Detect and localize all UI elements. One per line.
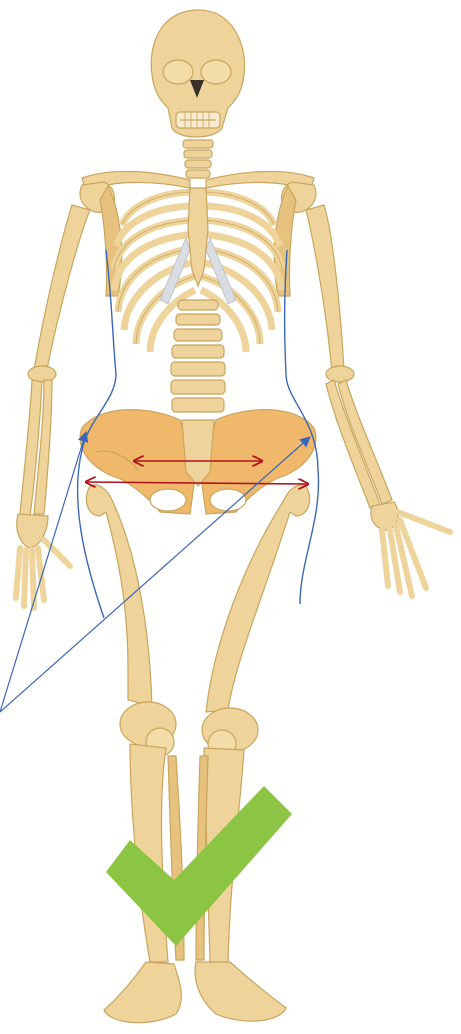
leg-right <box>195 485 310 1021</box>
width-arrow-lower <box>86 482 308 484</box>
lumbar-spine <box>171 300 225 412</box>
cervical-spine <box>183 140 213 178</box>
skull <box>151 10 244 137</box>
arm-right <box>306 205 450 596</box>
arm-left <box>16 205 90 608</box>
sternum <box>188 188 208 286</box>
leg-left <box>86 485 184 1023</box>
pelvis <box>80 410 316 514</box>
